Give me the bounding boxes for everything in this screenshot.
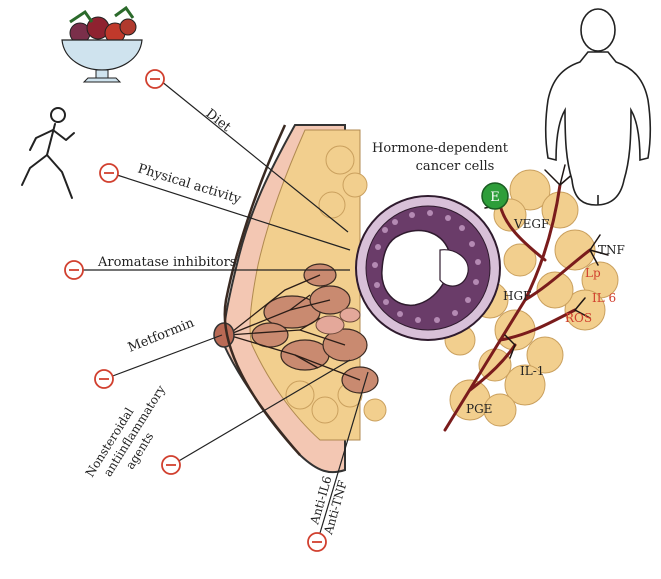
mediator-hgf: HGF bbox=[503, 289, 531, 303]
mediator-tnf: TNF bbox=[598, 243, 625, 257]
label-nsaid: Nonsteroidal antiinflammatory agents bbox=[83, 375, 181, 496]
mediator-pge: PGE bbox=[466, 402, 492, 416]
estrogen-label: E bbox=[490, 190, 500, 205]
mediator-il6: IL 6 bbox=[592, 291, 616, 305]
inhibit-icon-metformin bbox=[95, 370, 113, 388]
inhibit-icon-nsaid bbox=[162, 456, 180, 474]
tumor-title-line2: cancer cells bbox=[416, 159, 495, 174]
label-physical-activity: Physical activity bbox=[136, 161, 243, 207]
mediator-vegf: VEGF bbox=[513, 217, 549, 231]
fruit-bowl-icon bbox=[62, 8, 142, 82]
breast-cross-section bbox=[214, 125, 386, 472]
label-aromatase-inhibitors: Aromatase inhibitors bbox=[97, 255, 236, 270]
person-silhouette-icon bbox=[546, 9, 651, 205]
runner-icon bbox=[22, 108, 74, 198]
estrogen-badge: E bbox=[482, 183, 508, 209]
inhibit-icon-aromatase bbox=[65, 261, 83, 279]
inhibit-icon-activity bbox=[100, 164, 118, 182]
mediator-ros: ROS bbox=[565, 311, 592, 325]
mediator-lp: Lp bbox=[585, 266, 601, 280]
tumor bbox=[356, 196, 500, 340]
label-diet: Diet bbox=[203, 106, 235, 135]
tumor-title-line1: Hormone-dependent bbox=[372, 141, 509, 156]
inhibit-icon-anti-cytokine bbox=[308, 533, 326, 551]
mediator-il1: IL-1 bbox=[520, 364, 544, 378]
label-metformin: Metformin bbox=[126, 315, 197, 355]
inhibit-icon-diet bbox=[146, 70, 164, 88]
